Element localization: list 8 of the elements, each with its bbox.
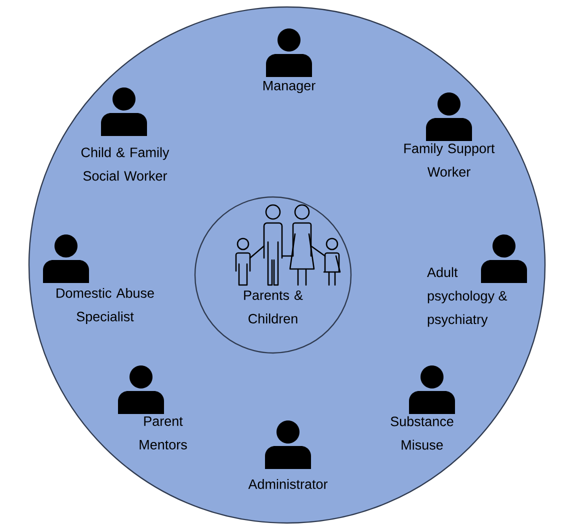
role-label: Child & Family Social Worker [81,147,170,181]
role-label: Family Support Worker [404,143,495,177]
role-label: Parent Mentors [140,416,187,450]
role-label: Substance Misuse [390,416,454,450]
role-label: Domestic Abuse Specialist [56,288,154,324]
role-label: Adult psychology & psychiatry [427,267,508,327]
role-label: Administrator [248,479,328,489]
role-label: Manager [263,80,316,94]
